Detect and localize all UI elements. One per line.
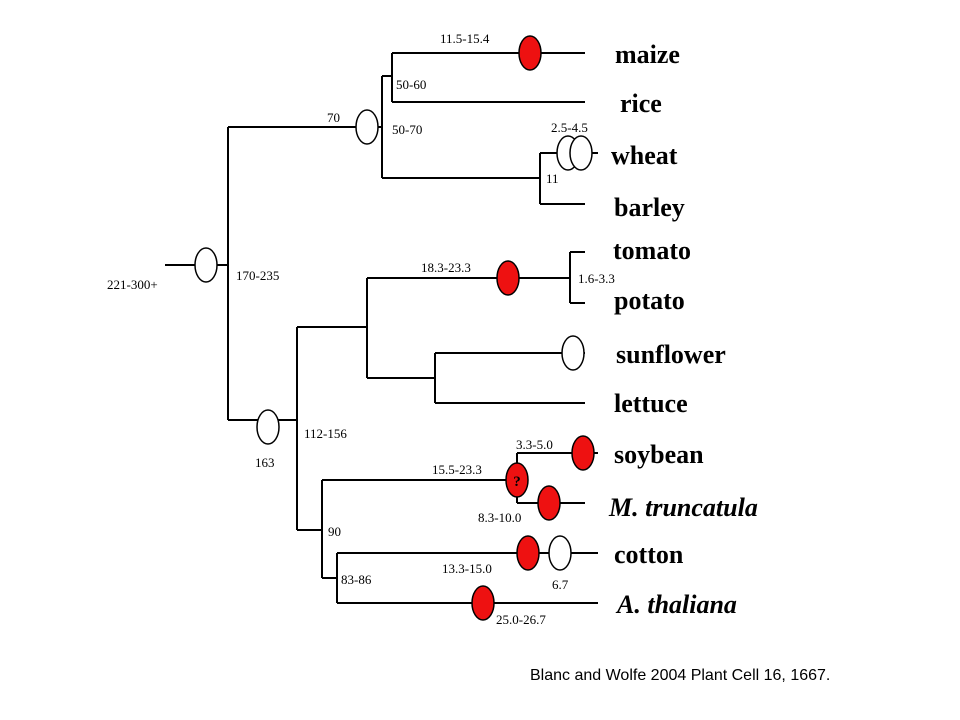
age-legume-rosid: 90: [328, 524, 341, 539]
taxon-soybean: soybean: [614, 440, 704, 469]
duplication-grass-70: [355, 109, 379, 145]
duplication-cotton: [516, 535, 540, 571]
taxon-rice: rice: [620, 89, 662, 118]
age-solanaceae-branch: 18.3-23.3: [421, 260, 471, 275]
age-monocot-dicot: 170-235: [236, 268, 279, 283]
duplication-sunflower: [561, 335, 585, 371]
duplication-events: ?: [194, 35, 595, 621]
age-legume-branch: 15.5-23.3: [432, 462, 482, 477]
taxon-barley: barley: [614, 193, 685, 222]
duplication-maize: [518, 35, 542, 71]
age-tomato-potato: 1.6-3.3: [578, 271, 615, 286]
taxon-maize: maize: [615, 40, 680, 69]
age-labels: 221-300+ 170-235 70 50-60 50-70 11.5-15.…: [107, 31, 615, 627]
age-arabidopsis-branch: 25.0-26.7: [496, 612, 546, 627]
taxon-tomato: tomato: [613, 236, 691, 265]
age-maize-branch: 11.5-15.4: [440, 31, 490, 46]
uncertain-mark: ?: [513, 474, 521, 490]
age-medicago-branch: 8.3-10.0: [478, 510, 521, 525]
age-cotton-branch: 13.3-15.0: [442, 561, 492, 576]
taxon-labels: maize rice wheat barley tomato potato su…: [608, 40, 758, 619]
age-maize-rice: 50-60: [396, 77, 426, 92]
age-cotton-arabidopsis: 83-86: [341, 572, 372, 587]
duplication-solanaceae: [496, 260, 520, 296]
age-wheat-barley: 11: [546, 171, 559, 186]
age-dicot-root: 163: [255, 455, 275, 470]
age-dicot-split: 112-156: [304, 426, 347, 441]
citation-text: Blanc and Wolfe 2004 Plant Cell 16, 1667…: [530, 667, 831, 684]
duplication-cotton-recent: [548, 535, 572, 571]
tree-branches: [165, 52, 598, 604]
age-cotton-recent: 6.7: [552, 577, 569, 592]
taxon-m-truncatula: M. truncatula: [608, 493, 758, 522]
duplication-dicot-163: [256, 409, 280, 445]
duplication-soybean: [571, 435, 595, 471]
duplication-medicago: [537, 485, 561, 521]
taxon-potato: potato: [614, 286, 685, 315]
taxon-cotton: cotton: [614, 540, 684, 569]
age-grass-inner: 50-70: [392, 122, 422, 137]
taxon-sunflower: sunflower: [616, 340, 726, 369]
age-soybean-branch: 3.3-5.0: [516, 437, 553, 452]
taxon-lettuce: lettuce: [614, 389, 688, 418]
taxon-wheat: wheat: [611, 141, 678, 170]
taxon-a-thaliana: A. thaliana: [615, 590, 737, 619]
duplication-root: [194, 247, 218, 283]
age-wheat-branch: 2.5-4.5: [551, 120, 588, 135]
duplication-wheat-b: [569, 135, 593, 171]
age-grass-root: 70: [327, 110, 340, 125]
duplication-arabidopsis: [471, 585, 495, 621]
age-root: 221-300+: [107, 277, 158, 292]
duplication-legume: [505, 462, 529, 498]
